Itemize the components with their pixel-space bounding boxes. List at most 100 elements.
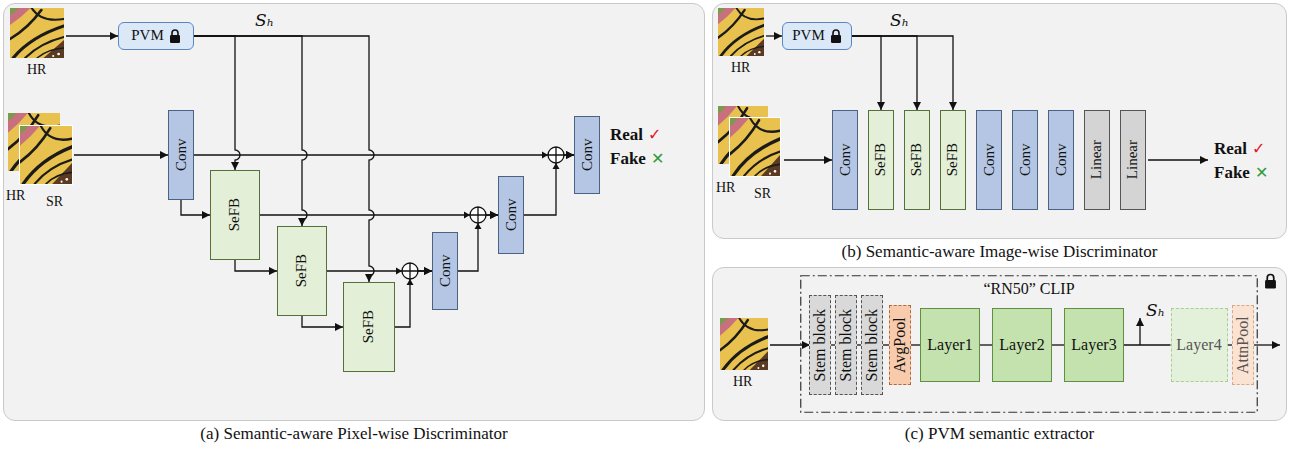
label-slot: ✕: [651, 149, 664, 169]
connector: [852, 36, 953, 110]
input-arrow: [66, 35, 118, 36]
block-label: Conv: [502, 199, 519, 232]
hr-image: [718, 8, 764, 56]
conv-block: Conv: [1048, 110, 1074, 210]
block-label: Conv: [172, 139, 189, 172]
image-label: HR: [733, 372, 752, 392]
block-label: Layer2: [999, 336, 1044, 354]
connector: [194, 154, 574, 155]
image-label: SR: [754, 184, 771, 204]
block-label: Stem block: [811, 309, 829, 381]
feature-tap-arrow: [1139, 318, 1140, 345]
panel-caption: (c) PVM semantic extractor: [905, 424, 1094, 444]
connector: [857, 344, 861, 345]
cross-mark: ✕: [1255, 163, 1268, 183]
arrow-head: [542, 152, 548, 159]
arrow-head: [396, 268, 402, 275]
label-slot: Real: [610, 125, 643, 145]
connector: [852, 36, 881, 110]
label-slot: Sₕ: [890, 10, 909, 30]
block-label: SeFB: [360, 310, 377, 343]
connector: [883, 344, 889, 345]
arrow-head: [553, 163, 560, 169]
clip-backbone-frame: Stem blockStem blockStem blockAvgPoolLay…: [800, 275, 1258, 413]
connector: [260, 214, 498, 215]
panel-caption: (a) Semantic-aware Pixel-wise Discrimina…: [200, 424, 507, 444]
resnet-layer: Layer4: [1171, 308, 1228, 382]
panel-caption: (b) Semantic-aware Image-wise Discrimina…: [842, 242, 1158, 262]
sum-symbol: [470, 207, 486, 223]
block-label: PVM: [792, 27, 825, 44]
block-label: Conv: [1016, 144, 1033, 177]
input-arrow: [74, 154, 168, 155]
image-label: HR: [27, 60, 46, 80]
image-label: HR: [716, 178, 735, 198]
label-slot: HR: [716, 178, 735, 198]
block-label: SeFB: [226, 198, 243, 231]
connector: [1228, 344, 1233, 345]
block-label: Conv: [1052, 144, 1069, 177]
conv-block: Conv: [432, 232, 458, 310]
output-label: Real: [1214, 139, 1247, 159]
connector: [194, 36, 307, 226]
feature-symbol: Sₕ: [255, 10, 274, 30]
output-arrow: [1252, 344, 1280, 345]
stem-block: Stem block: [861, 295, 883, 395]
sefb-block: SeFB: [343, 282, 395, 372]
connector: [181, 200, 210, 215]
input-arrow: [770, 344, 810, 345]
sefb-block: SeFB: [868, 110, 894, 210]
connector: [831, 344, 835, 345]
figure-panel: Stem blockStem blockStem blockAvgPoolLay…: [712, 267, 1287, 444]
pooling-block: AttnPool: [1232, 305, 1254, 385]
sum-arrow-heads: [396, 152, 560, 286]
lock-icon: [169, 29, 181, 43]
block-label: SeFB: [293, 254, 310, 287]
connector: [302, 316, 343, 327]
conv-block: Conv: [832, 110, 858, 210]
block-label: Layer3: [1071, 336, 1116, 354]
caption-slot: (c) PVM semantic extractor: [712, 424, 1287, 444]
check-mark: ✓: [1252, 139, 1265, 159]
connector-group: [181, 36, 1232, 345]
resnet-layer: Layer3: [1064, 308, 1124, 382]
connector: [911, 344, 920, 345]
stem-block: Stem block: [835, 295, 857, 395]
sefb-block: SeFB: [904, 110, 930, 210]
sefb-block: SeFB: [210, 170, 260, 260]
block-label: Conv: [578, 139, 595, 172]
label-slot: HR: [733, 372, 752, 392]
output-label: Real: [610, 125, 643, 145]
image-edge: [19, 125, 73, 185]
image-label: HR: [6, 186, 25, 206]
conv-block: Conv: [1012, 110, 1038, 210]
image-label: SR: [46, 192, 63, 212]
arrow-head: [407, 279, 414, 285]
lock-icon: [830, 29, 842, 43]
sr-image: [730, 118, 780, 176]
output-label: Fake: [610, 149, 646, 169]
sum-cross: [548, 147, 564, 163]
block-label: Stem block: [863, 309, 881, 381]
caption-slot: (a) Semantic-aware Pixel-wise Discrimina…: [3, 424, 705, 444]
label-slot: SR: [754, 184, 771, 204]
figure-panel: PVMConvSeFBSeFBSeFBConvConvConvLinearLin…: [712, 3, 1287, 262]
connector: [852, 36, 917, 110]
label-slot: Fake: [1214, 163, 1250, 183]
cross-mark: ✕: [651, 149, 664, 169]
connector: [395, 271, 432, 327]
block-label: SeFB: [872, 143, 889, 176]
sum-symbols: [402, 147, 564, 279]
conv-block: Conv: [976, 110, 1002, 210]
output-arrow: [1148, 159, 1208, 160]
connector: [1052, 344, 1064, 345]
block-label: Stem block: [837, 309, 855, 381]
lock-icon: [170, 30, 180, 43]
label-slot: HR: [731, 58, 750, 78]
label-slot: Fake: [610, 149, 646, 169]
resnet-layer: Layer2: [992, 308, 1052, 382]
